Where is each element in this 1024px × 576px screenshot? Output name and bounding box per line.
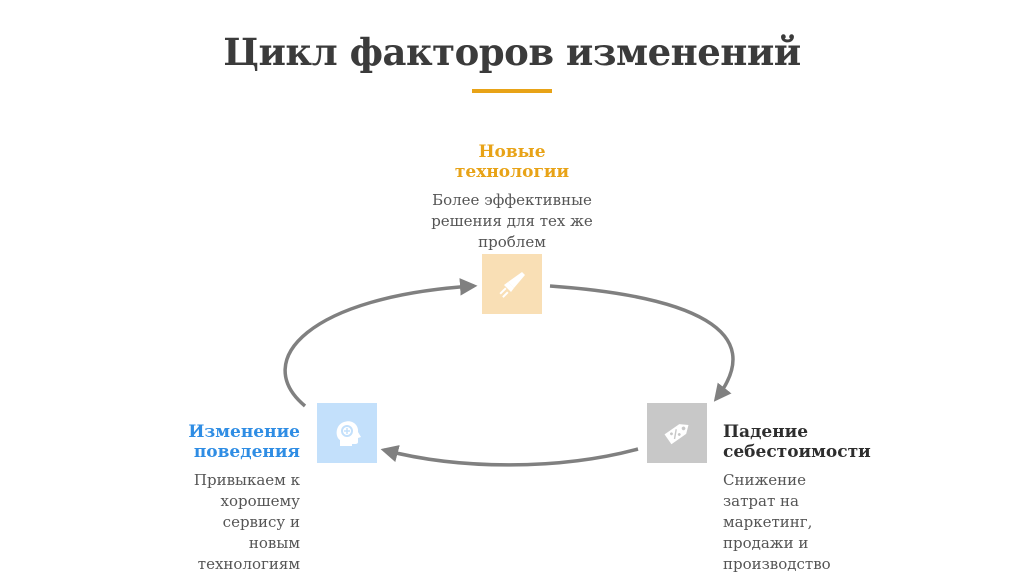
arrow-top-to-right [549, 284, 735, 402]
node-left-desc-line: сервису и [222, 513, 300, 531]
node-top-description: Более эффективные решения для тех же про… [392, 190, 632, 253]
node-top-desc-line: решения для тех же [431, 212, 593, 230]
node-left-description: Привыкаем к хорошему сервису и новым тех… [130, 470, 300, 575]
node-top-heading-line: технологии [454, 162, 570, 182]
node-left-heading-line: поведения [193, 442, 300, 462]
node-top-heading: Новые технологии [412, 142, 612, 182]
node-top-desc-line: Более эффективные [432, 191, 592, 209]
price-tag-icon [664, 424, 689, 445]
node-top-tile [482, 254, 542, 314]
node-right-desc-line: маркетинг, [723, 513, 813, 531]
arrow-left-to-top [283, 278, 478, 408]
node-left-desc-line: Привыкаем к [193, 471, 300, 489]
node-left-heading-line: Изменение [188, 422, 300, 442]
node-left-desc-line: хорошему [220, 492, 300, 510]
rocket-icon [499, 272, 525, 298]
node-right-heading-line: Падение [723, 422, 809, 442]
node-top-desc-line: проблем [478, 233, 546, 251]
node-right-desc-line: продажи и [723, 534, 809, 552]
node-top-heading-line: Новые [478, 142, 546, 162]
node-right-heading: Падение себестоимости [723, 422, 923, 462]
arrow-right-to-left [380, 445, 639, 467]
node-left-heading: Изменение поведения [120, 422, 300, 462]
node-right-desc-line: Снижение [723, 471, 807, 489]
node-right-description: Снижение затрат на маркетинг, продажи и … [723, 470, 923, 575]
node-right-desc-line: производство [723, 555, 831, 573]
node-right-tile [647, 403, 707, 463]
node-right-desc-line: затрат на [723, 492, 799, 510]
node-right-heading-line: себестоимости [723, 442, 871, 462]
title-underline [472, 89, 552, 93]
node-left-tile [317, 403, 377, 463]
node-left-desc-line: технологиям [197, 555, 300, 573]
page-title: Цикл факторов изменений [223, 30, 801, 74]
node-left-desc-line: новым [248, 534, 300, 552]
head-brain-icon [336, 421, 361, 446]
